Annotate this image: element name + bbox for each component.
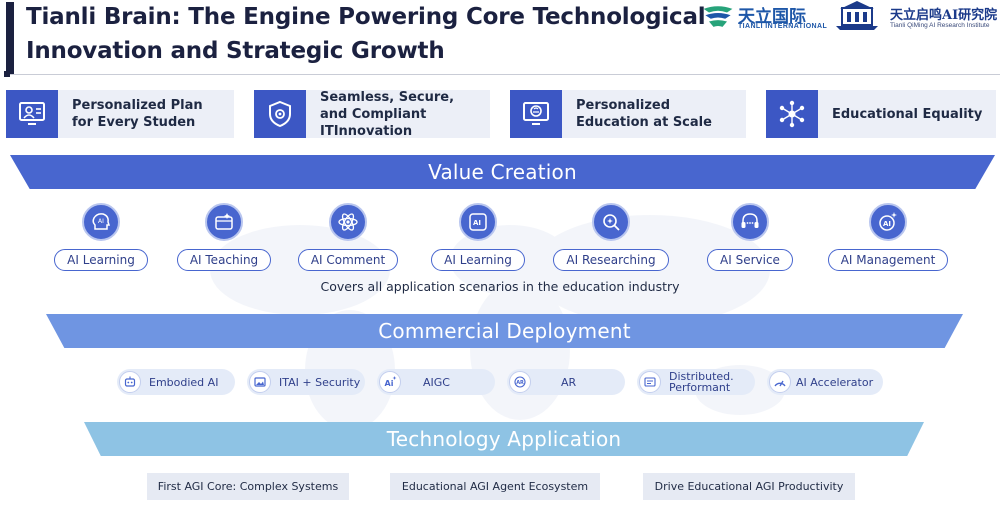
feature-label: Personalized Plan for Every Studen xyxy=(72,98,203,130)
monitor-brain-icon xyxy=(510,90,562,138)
title-line-1: Tianli Brain: The Engine Powering Core T… xyxy=(26,4,706,30)
value-item-ai-researching[interactable]: AI Researching xyxy=(553,203,669,271)
svg-text:AI: AI xyxy=(473,219,481,227)
image-icon xyxy=(249,371,271,393)
ai-text-icon: Ai xyxy=(379,371,401,393)
value-item-label: AI Teaching xyxy=(176,249,272,271)
tianli-logo-subtitle: TIANLI INTERNATIONAL xyxy=(738,23,828,30)
header-divider-dot xyxy=(4,71,10,77)
value-item-ai-teaching[interactable]: AI Teaching xyxy=(176,203,272,271)
chip-distributed-performant[interactable]: Distributed. Performant xyxy=(637,369,755,395)
feature-label: Seamless, Secure, and Compliant ITInnova… xyxy=(320,89,455,139)
chip-itai-security[interactable]: ITAI + Security xyxy=(247,369,365,395)
value-item-ai-learning[interactable]: AI AI Learning xyxy=(54,203,148,271)
svg-text:AI: AI xyxy=(98,218,104,225)
distributed-icon xyxy=(639,371,661,393)
feature-card-education-at-scale: Personalized Education at Scale xyxy=(510,90,746,138)
value-item-label: AI Comment xyxy=(297,249,399,271)
accelerator-icon xyxy=(769,371,791,393)
chip-label: AR xyxy=(561,375,577,389)
svg-text:AR: AR xyxy=(516,380,524,386)
ai-chip-icon: AI xyxy=(459,203,497,241)
tech-box-agi-productivity[interactable]: Drive Educational AGI Productivity xyxy=(643,473,855,500)
tianli-logo-icon xyxy=(703,6,733,27)
chip-label: Embodied AI xyxy=(149,375,219,389)
feature-card-secure-innovation: Seamless, Secure, and Compliant ITInnova… xyxy=(254,89,490,139)
shield-gear-icon xyxy=(254,90,306,138)
ai-sparkle-icon: AI xyxy=(869,203,907,241)
page-title: Tianli Brain: The Engine Powering Core T… xyxy=(26,0,706,68)
commercial-deployment-banner: Commercial Deployment xyxy=(46,314,963,348)
tech-box-agi-core[interactable]: First AGI Core: Complex Systems xyxy=(147,473,349,500)
institute-logo-text: 天立启鸣AI研究院 xyxy=(890,8,998,23)
chip-ai-accelerator[interactable]: AI Accelerator xyxy=(767,369,883,395)
search-sparkle-icon xyxy=(592,203,630,241)
feature-card-educational-equality: Educational Equality xyxy=(766,90,996,138)
feature-label: Personalized Education at Scale xyxy=(576,98,712,130)
network-nodes-icon xyxy=(766,90,818,138)
svg-text:AI: AI xyxy=(883,220,891,228)
chip-aigc[interactable]: Ai AIGC xyxy=(377,369,495,395)
atom-icon xyxy=(329,203,367,241)
chip-label: ITAI + Security xyxy=(279,375,361,389)
robot-icon xyxy=(119,371,141,393)
value-item-label: AI Learning xyxy=(54,249,148,271)
ai-head-icon: AI xyxy=(82,203,120,241)
technology-application-banner: Technology Application xyxy=(84,422,924,456)
value-item-ai-learning-2[interactable]: AI AI Learning xyxy=(431,203,525,271)
header-divider xyxy=(6,74,1000,75)
tech-box-agent-ecosystem[interactable]: Educational AGI Agent Ecosystem xyxy=(390,473,600,500)
svg-text:Ai: Ai xyxy=(385,379,394,388)
institute-seal-icon xyxy=(836,1,878,30)
value-item-label: AI Service xyxy=(707,249,793,271)
headset-icon xyxy=(731,203,769,241)
feature-card-personalized-plan: Personalized Plan for Every Studen xyxy=(6,90,234,138)
title-line-2: Innovation and Strategic Growth xyxy=(26,38,445,64)
value-item-ai-comment[interactable]: AI Comment xyxy=(297,203,399,271)
title-accent-bar xyxy=(6,2,14,74)
chip-label: AI Accelerator xyxy=(796,375,874,389)
tianli-logo-text: 天立国际 xyxy=(738,7,806,27)
chip-label: AIGC xyxy=(423,375,450,389)
ai-board-icon xyxy=(205,203,243,241)
value-item-label: AI Researching xyxy=(553,249,669,271)
institute-logo-subtitle: Tianli QiMing AI Research Institute xyxy=(890,22,990,29)
chip-label: Distributed. Performant xyxy=(669,370,734,394)
value-creation-banner: Value Creation xyxy=(10,155,995,189)
value-item-label: AI Learning xyxy=(431,249,525,271)
monitor-person-icon xyxy=(6,90,58,138)
value-item-ai-management[interactable]: AI AI Management xyxy=(827,203,949,271)
value-creation-caption: Covers all application scenarios in the … xyxy=(320,279,680,294)
chip-embodied-ai[interactable]: Embodied AI xyxy=(117,369,235,395)
value-item-ai-service[interactable]: AI Service xyxy=(703,203,797,271)
feature-label: Educational Equality xyxy=(832,106,983,122)
chip-ar[interactable]: AR AR xyxy=(507,369,625,395)
value-item-label: AI Management xyxy=(827,249,949,271)
ar-icon: AR xyxy=(509,371,531,393)
